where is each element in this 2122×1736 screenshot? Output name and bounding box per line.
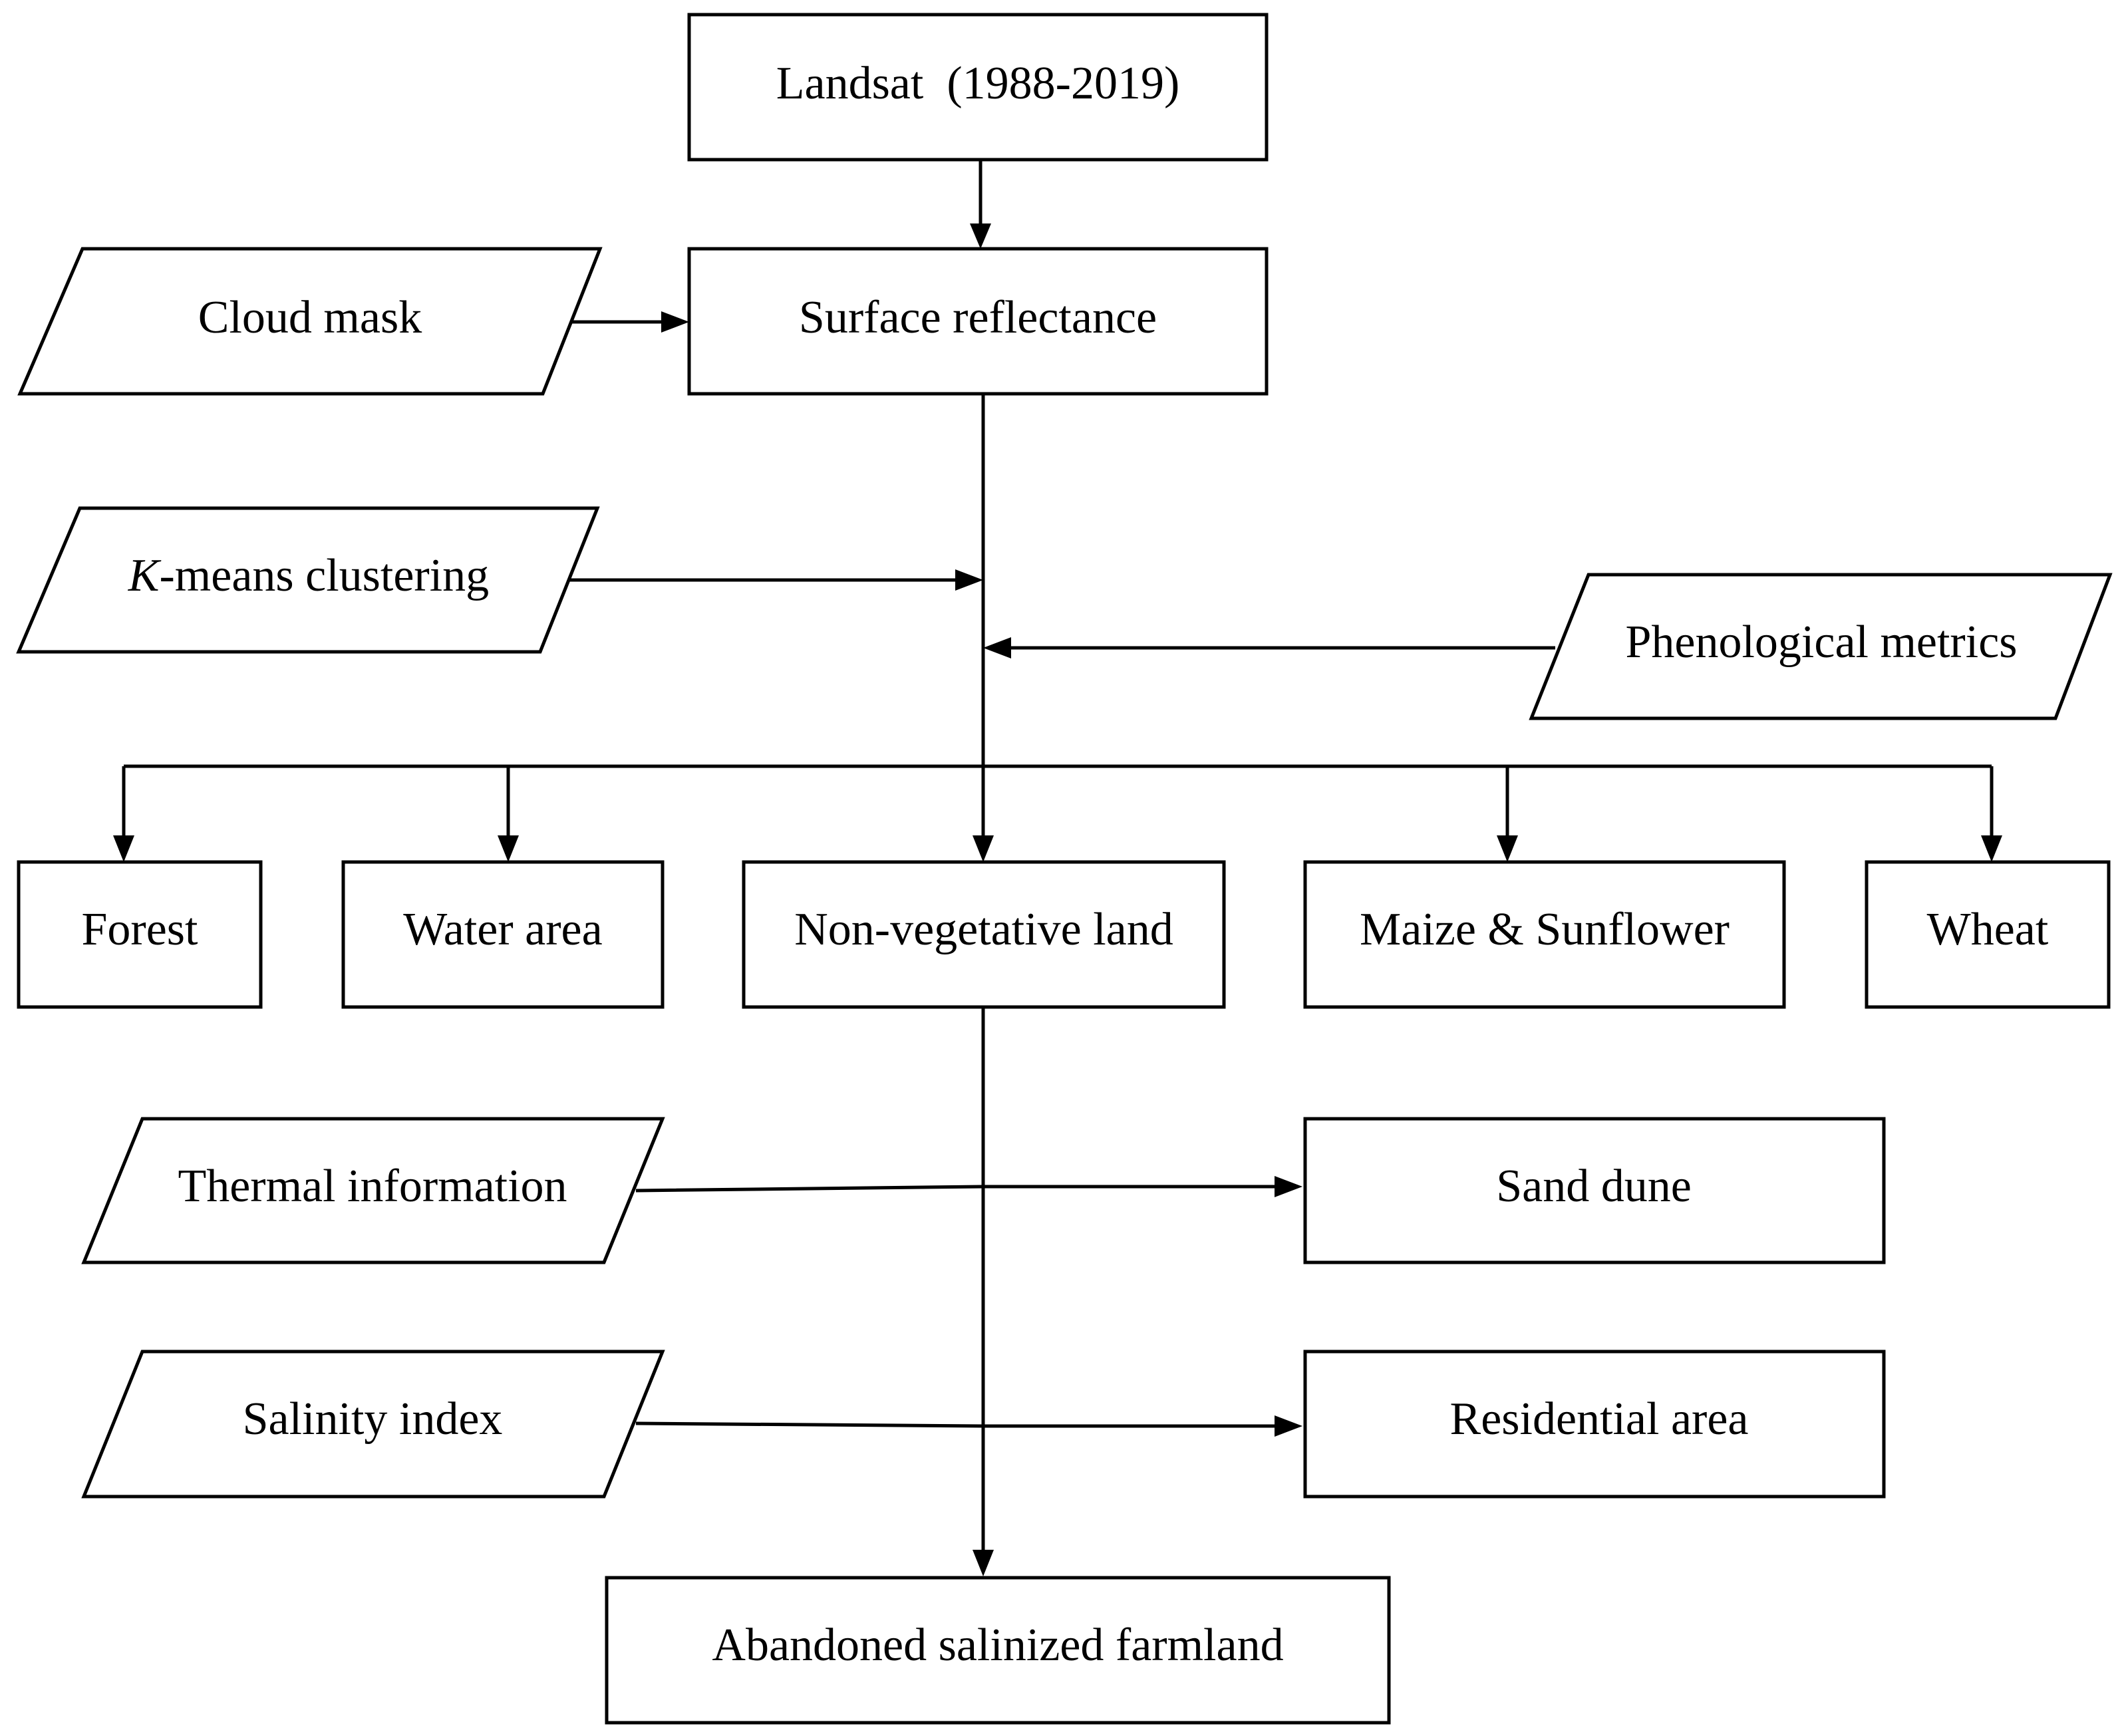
node-kmeans-shape <box>16 506 600 654</box>
node-water-area-label: Water area <box>403 904 602 955</box>
arrowhead-thermal-to-sand-dune <box>1275 1176 1302 1197</box>
arrowhead-branch-to-wheat <box>1981 835 2002 862</box>
node-thermal-information-label: Thermal information <box>178 1161 567 1212</box>
node-sand-dune-box <box>1303 1117 1886 1264</box>
node-cloud-mask: Cloud mask <box>17 247 603 396</box>
arrowhead-landsat-to-surface-reflectance <box>970 223 991 249</box>
node-cloud-mask-shape <box>17 247 603 396</box>
arrowhead-branch-to-non-vegetative-land <box>973 835 994 862</box>
node-residential-area-box <box>1303 1350 1886 1499</box>
node-maize-sunflower-box <box>1303 860 1786 1009</box>
node-forest: Forest <box>17 860 263 1009</box>
node-salinity-index: Salinity index <box>81 1350 665 1499</box>
node-thermal-information-shape <box>81 1117 665 1264</box>
node-abandoned-salinized-farmland: Abandoned salinized farmland <box>605 1576 1391 1725</box>
node-non-vegetative-land: Non-vegetative land <box>742 860 1226 1009</box>
node-surface-reflectance: Surface reflectance <box>687 247 1269 396</box>
node-wheat: Wheat <box>1865 860 2111 1009</box>
node-forest-box <box>17 860 263 1009</box>
node-abandoned-salinized-farmland-box <box>605 1576 1391 1725</box>
node-residential-area-label: Residential area <box>1450 1393 1749 1445</box>
arrowhead-phenological-metrics-to-trunk <box>983 637 1011 658</box>
arrowhead-branch-to-maize-sunflower <box>1497 835 1518 862</box>
node-maize-sunflower-label: Maize & Sunflower <box>1360 904 1730 955</box>
node-landsat-label: Landsat (1988-2019) <box>776 58 1180 109</box>
edge-thermal-to-sand-dune <box>635 1185 1277 1193</box>
node-water-area: Water area <box>341 860 665 1009</box>
edge-salinity-to-residential-area <box>635 1421 1277 1428</box>
arrowhead-salinity-to-residential-area <box>1275 1415 1302 1437</box>
node-sand-dune: Sand dune <box>1303 1117 1886 1264</box>
node-maize-sunflower: Maize & Sunflower <box>1303 860 1786 1009</box>
node-landsat-box <box>687 13 1269 162</box>
node-phenological-metrics-label: Phenological metrics <box>1625 617 2017 668</box>
node-water-area-box <box>341 860 665 1009</box>
node-non-vegetative-land-box <box>742 860 1226 1009</box>
node-kmeans-clustering: K-means clustering <box>16 506 600 654</box>
node-salinity-index-shape <box>81 1350 665 1499</box>
node-kmeans-label-rest: -means clustering <box>160 550 490 601</box>
arrowhead-branch-to-forest <box>113 835 134 862</box>
node-surface-reflectance-label: Surface reflectance <box>799 292 1157 343</box>
node-sand-dune-label: Sand dune <box>1496 1161 1692 1212</box>
node-kmeans-label-italic: K <box>128 550 162 601</box>
node-kmeans-label: K-means clustering <box>128 550 489 601</box>
node-non-vegetative-land-label: Non-vegetative land <box>794 904 1173 955</box>
arrowhead-kmeans-to-trunk <box>955 569 983 591</box>
node-thermal-information: Thermal information <box>81 1117 665 1264</box>
node-wheat-box <box>1865 860 2111 1009</box>
node-surface-reflectance-box <box>687 247 1269 396</box>
node-forest-label: Forest <box>82 904 199 955</box>
arrowhead-cloud-mask-to-surface-reflectance <box>661 311 689 333</box>
arrowhead-branch-to-water-area <box>498 835 519 862</box>
node-phenological-metrics: Phenological metrics <box>1529 573 2113 720</box>
node-wheat-label: Wheat <box>1927 904 2049 955</box>
arrowhead-non-vegetative-to-abandoned-farmland <box>973 1550 994 1576</box>
node-residential-area: Residential area <box>1303 1350 1886 1499</box>
node-salinity-index-label: Salinity index <box>243 1393 503 1445</box>
node-landsat: Landsat (1988-2019) <box>687 13 1269 162</box>
node-cloud-mask-label: Cloud mask <box>198 292 422 343</box>
connectors <box>113 160 2002 1576</box>
node-abandoned-salinized-farmland-label: Abandoned salinized farmland <box>712 1620 1283 1671</box>
node-phenological-metrics-shape <box>1529 573 2113 720</box>
